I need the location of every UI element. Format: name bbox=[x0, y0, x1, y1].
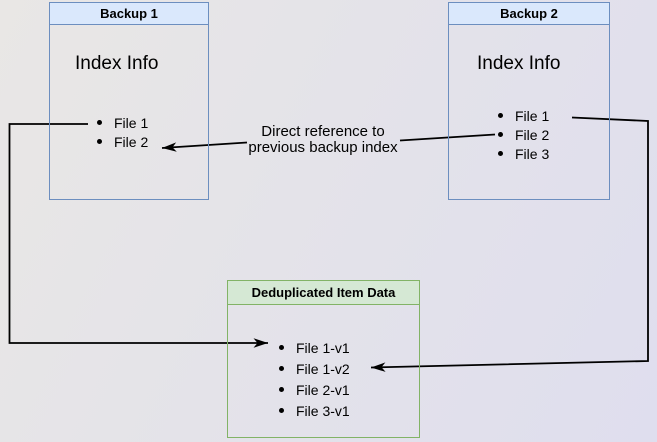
direct-reference-annotation: Direct reference to previous backup inde… bbox=[243, 124, 403, 156]
file-label: File 2 bbox=[515, 126, 550, 143]
list-item: File 2-v1 bbox=[279, 379, 350, 400]
file-label: File 1-v1 bbox=[296, 339, 350, 356]
arrow-direct-reference-segment-left bbox=[161, 141, 248, 152]
bullet-icon bbox=[97, 139, 102, 144]
list-item: File 1-v2 bbox=[279, 358, 350, 379]
bullet-icon bbox=[279, 387, 284, 392]
file-label: File 1-v2 bbox=[296, 360, 350, 377]
backup1-box: Backup 1 Index Info File 1 File 2 bbox=[49, 2, 209, 200]
list-item: File 1 bbox=[97, 113, 148, 132]
bullet-icon bbox=[498, 113, 503, 118]
bullet-icon bbox=[279, 345, 284, 350]
list-item: File 3 bbox=[498, 144, 549, 163]
arrow-backup2-file1-to-dedup bbox=[370, 116, 649, 372]
backup1-title: Backup 1 bbox=[50, 3, 208, 25]
backup2-box: Backup 2 Index Info File 1 File 2 File 3 bbox=[448, 2, 610, 200]
backup2-index-info-label: Index Info bbox=[477, 53, 561, 74]
bullet-icon bbox=[498, 151, 503, 156]
file-label: File 1 bbox=[114, 114, 149, 131]
bullet-icon bbox=[279, 408, 284, 413]
annotation-line-2: previous backup index bbox=[248, 139, 398, 156]
backup1-index-info-label: Index Info bbox=[75, 53, 159, 74]
file-label: File 2-v1 bbox=[296, 381, 350, 398]
arrow-direct-reference-segment-right bbox=[399, 133, 496, 142]
annotation-line-1: Direct reference to bbox=[261, 123, 385, 140]
dedup-file-list: File 1-v1 File 1-v2 File 2-v1 File 3-v1 bbox=[279, 337, 350, 421]
backup2-title: Backup 2 bbox=[449, 3, 609, 25]
bullet-icon bbox=[279, 366, 284, 371]
backup1-file-list: File 1 File 2 bbox=[97, 113, 148, 151]
file-label: File 2 bbox=[114, 133, 149, 150]
list-item: File 3-v1 bbox=[279, 400, 350, 421]
list-item: File 1 bbox=[498, 106, 549, 125]
backup2-file-list: File 1 File 2 File 3 bbox=[498, 106, 549, 163]
file-label: File 1 bbox=[515, 107, 550, 124]
file-label: File 3 bbox=[515, 145, 550, 162]
list-item: File 2 bbox=[498, 125, 549, 144]
deduplicated-item-data-box: Deduplicated Item Data File 1-v1 File 1-… bbox=[227, 280, 420, 438]
bullet-icon bbox=[97, 120, 102, 125]
list-item: File 1-v1 bbox=[279, 337, 350, 358]
arrow-backup1-file1-to-dedup bbox=[8, 123, 268, 348]
bullet-icon bbox=[498, 132, 503, 137]
list-item: File 2 bbox=[97, 132, 148, 151]
file-label: File 3-v1 bbox=[296, 402, 350, 419]
dedup-title: Deduplicated Item Data bbox=[228, 281, 419, 305]
